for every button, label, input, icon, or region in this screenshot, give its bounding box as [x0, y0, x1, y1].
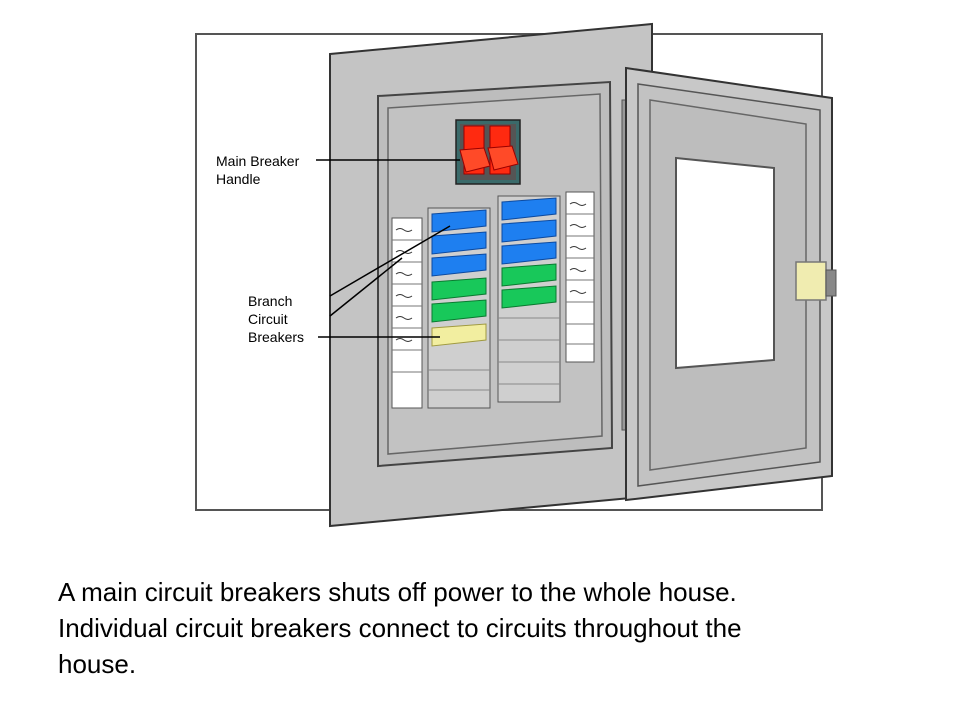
label-branch-line1: Branch	[248, 293, 292, 309]
breaker-right-5	[501, 285, 557, 309]
main-breaker-handle	[459, 125, 519, 175]
breaker-right-3	[501, 241, 557, 265]
caption-line-3: house.	[58, 649, 137, 679]
breaker-right-4	[501, 263, 557, 287]
label-main-breaker-line1: Main Breaker	[216, 153, 300, 169]
breaker-left-1	[431, 209, 487, 233]
door-latch	[795, 261, 837, 301]
breaker-right-1	[501, 197, 557, 221]
breaker-left-5	[431, 299, 487, 323]
main-breaker	[455, 119, 521, 185]
caption-line-1: A main circuit breakers shuts off power …	[58, 577, 737, 607]
directory-card-left	[391, 217, 423, 409]
label-branch-line3: Breakers	[248, 329, 304, 345]
breaker-left-3	[431, 253, 487, 277]
caption-line-2: Individual circuit breakers connect to c…	[58, 613, 742, 643]
caption: A main circuit breakers shuts off power …	[58, 574, 918, 682]
callout-branch-2	[329, 257, 403, 317]
breaker-left-2	[431, 231, 487, 255]
label-branch-line2: Circuit	[248, 311, 288, 327]
callout-branch-1	[329, 225, 451, 297]
directory-card-right	[565, 191, 595, 363]
breaker-left-6	[431, 323, 487, 347]
label-main-breaker-line2: Handle	[216, 171, 261, 187]
door-window	[675, 156, 775, 370]
panel-door	[625, 66, 833, 502]
breaker-right-2	[501, 219, 557, 243]
breaker-left-4	[431, 277, 487, 301]
